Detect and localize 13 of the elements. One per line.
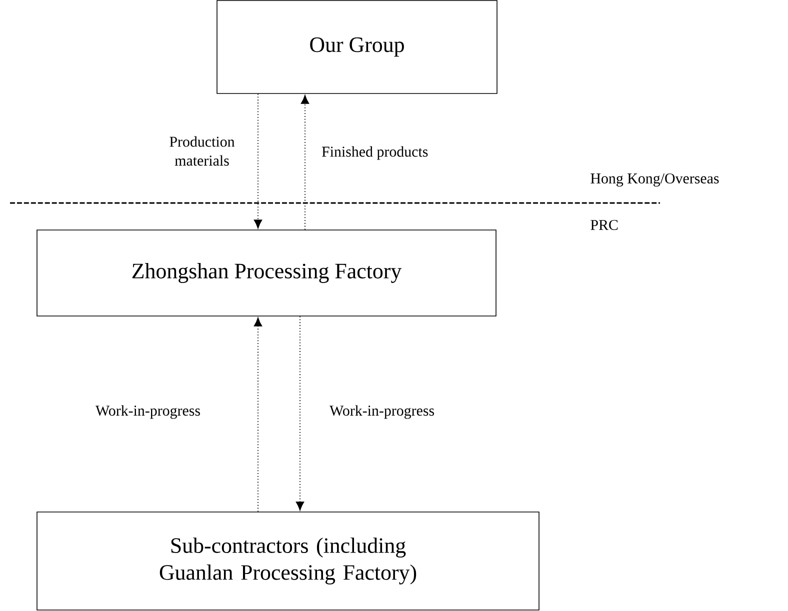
process-box: Our Group bbox=[216, 0, 498, 94]
arrow bbox=[254, 93, 262, 228]
process-box: Sub-contractors (including Guanlan Processing Factory) bbox=[36, 512, 540, 610]
arrow bbox=[300, 95, 310, 230]
edge-label: Production materials bbox=[170, 136, 235, 166]
arrow bbox=[296, 316, 304, 510]
edge-label: Finished products bbox=[322, 146, 428, 160]
edge-label: Work-in-progress bbox=[96, 405, 200, 419]
process-box: Zhongshan Processing Factory bbox=[36, 230, 496, 316]
region-label: PRC bbox=[590, 220, 618, 230]
arrow bbox=[254, 318, 262, 512]
edge-label: Work-in-progress bbox=[330, 405, 434, 419]
region-label: Hong Kong/Overseas bbox=[590, 173, 719, 187]
